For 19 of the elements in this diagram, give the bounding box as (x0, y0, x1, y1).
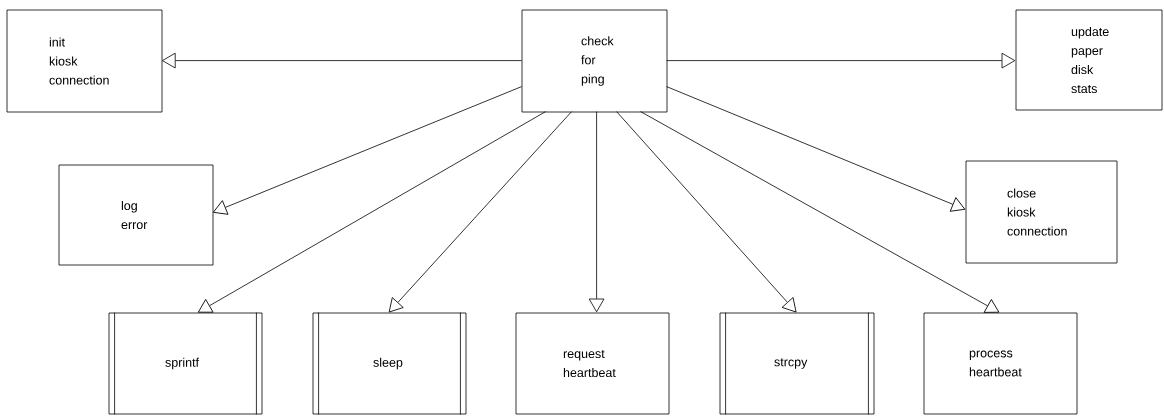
process-box: update paper disk stats (1015, 9, 1163, 111)
arrow (616, 111, 797, 313)
arrow (212, 86, 522, 215)
subroutine-box: sprintf (108, 312, 263, 415)
process-box: check for ping (521, 9, 668, 113)
process-box: close kiosk connection (965, 160, 1118, 264)
arrow (666, 52, 1016, 69)
arrow (588, 111, 605, 313)
arrow (666, 86, 966, 212)
process-box: init kiosk connection (6, 9, 163, 113)
process-box: process heartbeat (923, 312, 1078, 415)
subroutine-box: sleep (312, 312, 467, 415)
arrow (640, 111, 1000, 313)
process-box: request heartbeat (515, 312, 670, 415)
process-box: log error (58, 164, 214, 266)
arrow (197, 111, 546, 313)
arrow (388, 111, 572, 313)
arrow (162, 52, 522, 69)
subroutine-box: strcpy (719, 312, 875, 415)
